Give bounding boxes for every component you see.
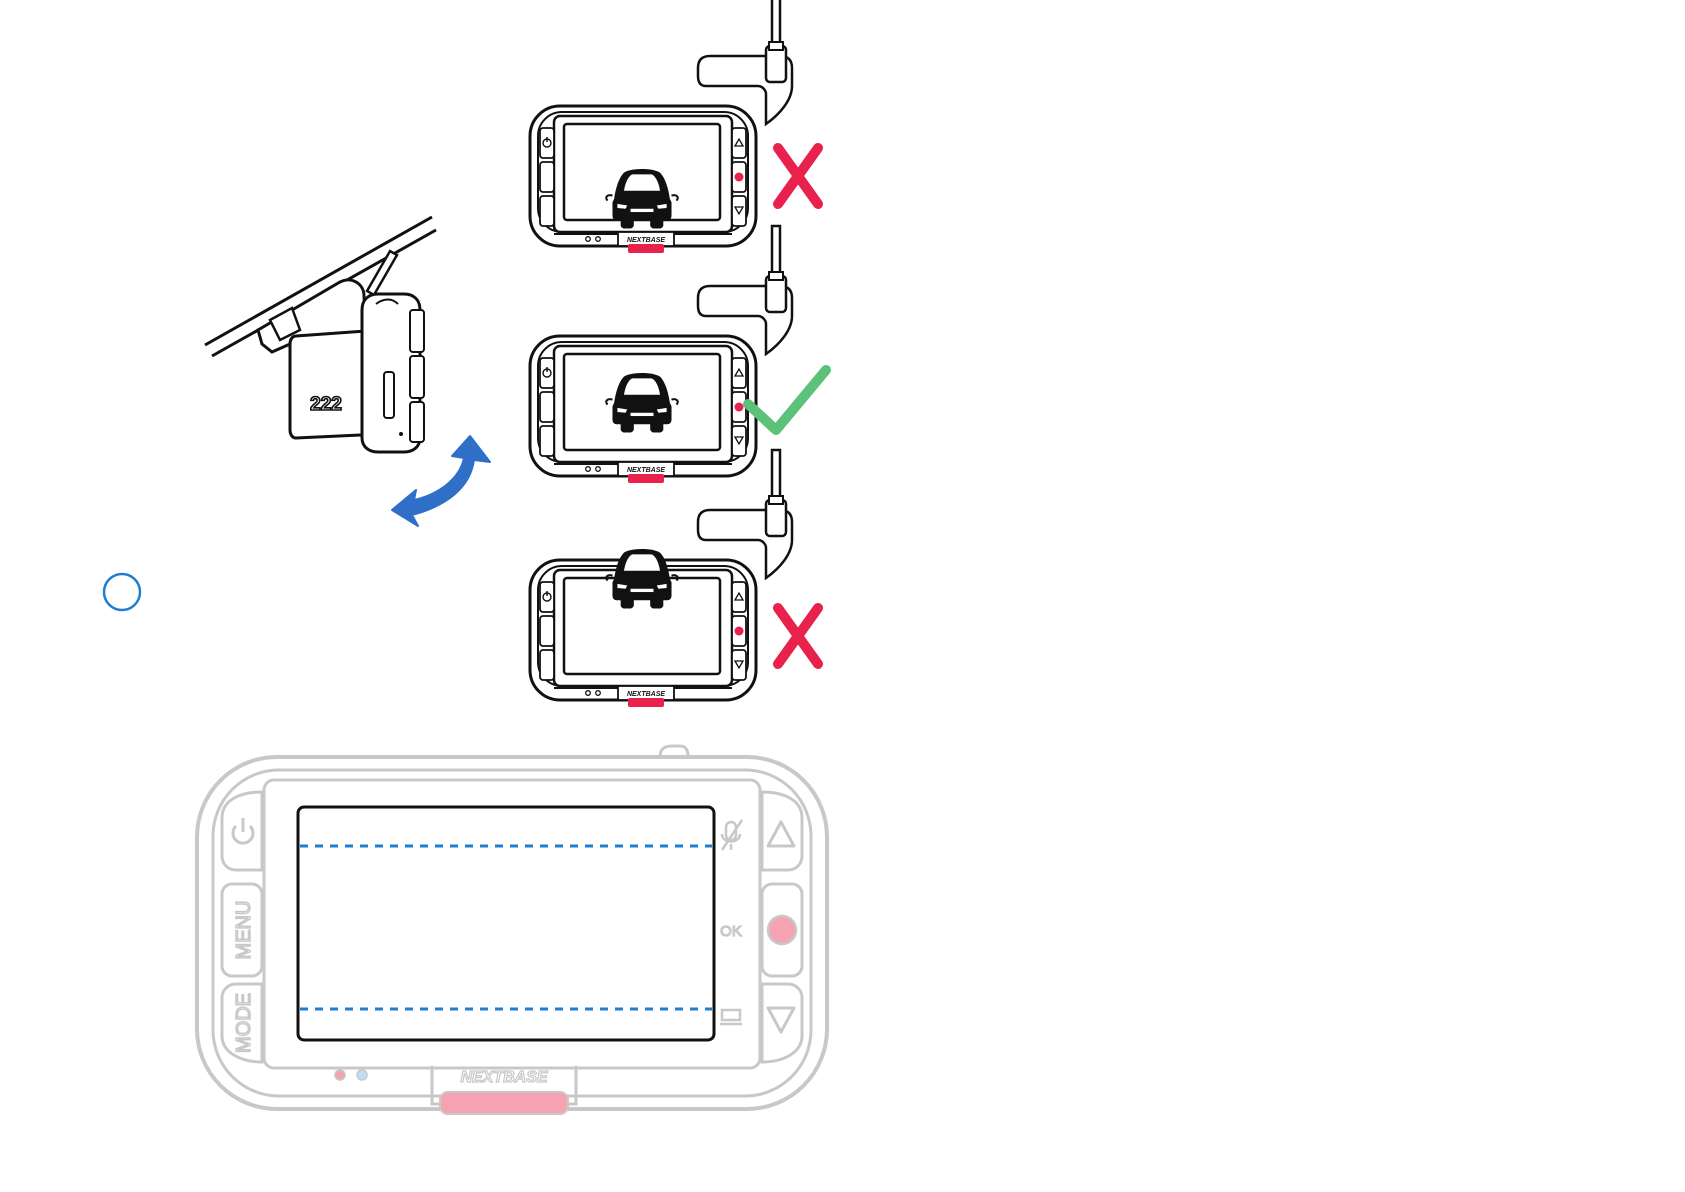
mode-button[interactable]: MODE xyxy=(222,984,262,1062)
power-button[interactable] xyxy=(222,792,262,870)
down-button[interactable] xyxy=(762,984,802,1062)
car-icon xyxy=(606,549,678,608)
status-led-blue xyxy=(357,1070,367,1080)
lens-release-tab[interactable] xyxy=(440,1092,568,1114)
menu-button[interactable]: MENU xyxy=(222,884,262,976)
brand-label: NEXTBASE xyxy=(627,467,665,474)
record-dot-icon xyxy=(768,916,796,944)
tick-icon xyxy=(748,370,826,430)
brand-label: NEXTBASE xyxy=(460,1069,548,1086)
side-view-camera: 222 xyxy=(205,217,436,452)
ok-label: OK xyxy=(720,923,742,940)
record-ok-button[interactable] xyxy=(762,884,802,976)
step-circle-icon xyxy=(104,574,140,610)
cross-icon xyxy=(778,148,818,204)
up-button[interactable] xyxy=(762,792,802,870)
brand-label: NEXTBASE xyxy=(627,691,665,698)
menu-label: MENU xyxy=(233,901,255,960)
cross-icon xyxy=(778,608,818,664)
small-camera-correct-centered: NEXTBASE xyxy=(530,226,792,483)
model-number-label: 222 xyxy=(310,394,342,415)
large-camera-guide: MENU MODE OK xyxy=(197,746,827,1114)
mode-label: MODE xyxy=(233,993,255,1053)
brand-label: NEXTBASE xyxy=(627,237,665,244)
screen-display xyxy=(298,807,714,1040)
status-led-red xyxy=(335,1070,345,1080)
small-camera-incorrect-low: NEXTBASE xyxy=(530,0,792,253)
small-camera-incorrect-high: NEXTBASE xyxy=(530,450,792,707)
